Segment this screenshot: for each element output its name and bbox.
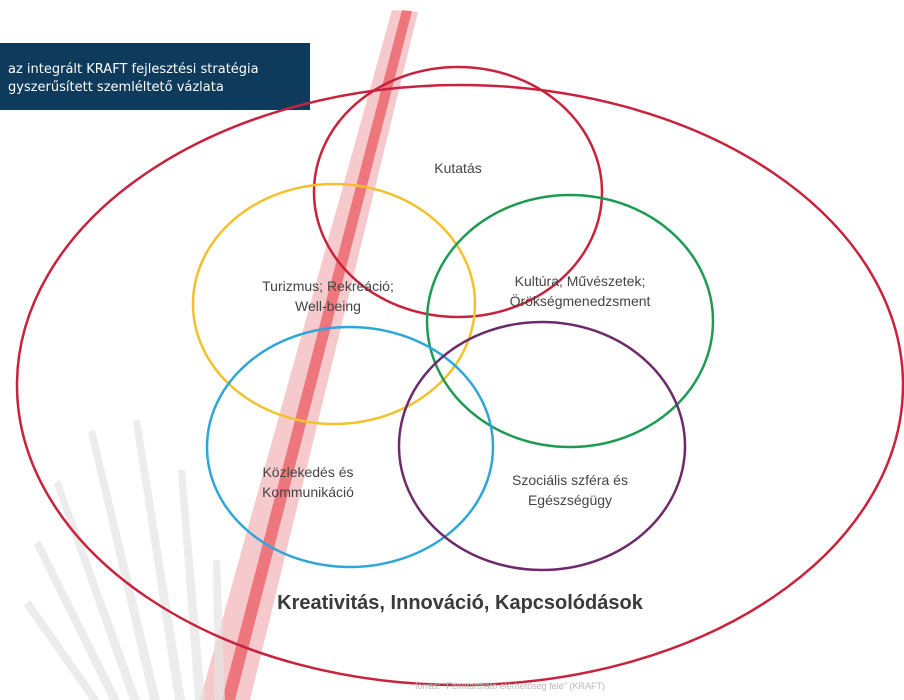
caption-box: az integrált KRAFT fejlesztési stratégia… — [0, 43, 310, 110]
turizmus-label: Turizmus; Rekreáció; Well-being — [228, 276, 428, 316]
kozlekedes-label-line-1: Közlekedés és — [262, 464, 354, 480]
turizmus-label-line-1: Turizmus; Rekreáció; — [262, 278, 394, 294]
kutatas-label-line-1: Kutatás — [434, 160, 482, 176]
turizmus-label-line-2: Well-being — [295, 298, 361, 314]
kutatas-label: Kutatás — [398, 158, 518, 178]
szocialis-label: Szociális szféra és Egészségügy — [480, 470, 660, 510]
kultura-label: Kultúra; Művészetek; Örökségmenedzsment — [480, 271, 680, 311]
szocialis-label-line-1: Szociális szféra és — [512, 472, 628, 488]
kozlekedes-circle — [205, 325, 495, 569]
kultura-label-line-2: Örökségmenedzsment — [509, 293, 651, 309]
caption-line-1: az integrált KRAFT fejlesztési stratégia — [8, 62, 259, 77]
red-streak-decoration — [200, 10, 418, 700]
kozlekedes-label: Közlekedés és Kommunikáció — [238, 462, 378, 502]
grey-burst-decoration — [24, 420, 225, 700]
source-footnote: forrás: "Fenntartható elérhetőség felé" … — [415, 681, 605, 691]
szocialis-circle — [397, 320, 687, 572]
turizmus-circle — [191, 182, 477, 426]
kozlekedes-label-line-2: Kommunikáció — [262, 484, 354, 500]
caption-line-2: gyszerűsített szemléltető vázlata — [8, 80, 224, 95]
outer-label: Kreativitás, Innováció, Kapcsolódások — [277, 592, 643, 614]
outer-ellipse — [15, 83, 904, 687]
kultura-circle — [425, 193, 715, 449]
kutatas-circle — [312, 65, 604, 319]
kultura-label-line-1: Kultúra; Művészetek; — [514, 273, 646, 289]
szocialis-label-line-2: Egészségügy — [527, 492, 613, 508]
